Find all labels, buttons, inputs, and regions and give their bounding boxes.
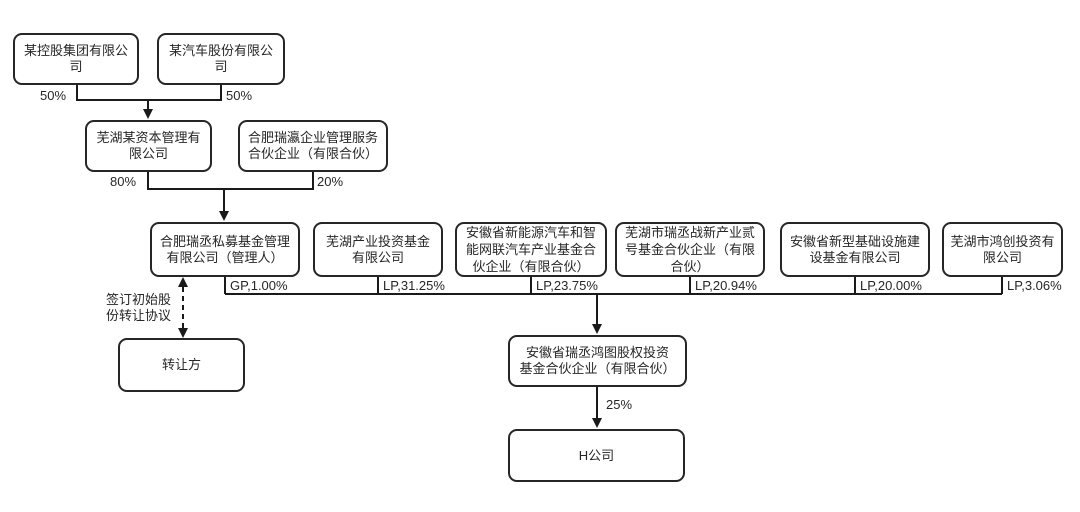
node-transferor: 转让方: [118, 338, 245, 392]
agreement-note: 签订初始股 份转让协议: [106, 292, 172, 323]
node-wuhu-capital: 芜湖某资本管理有 限公司: [85, 120, 212, 172]
pct-fund-to-h: 25%: [606, 397, 633, 412]
pct-hongchuang-lp: LP,3.06%: [1007, 278, 1062, 293]
edge-mid-merge: [147, 172, 314, 190]
pct-auto: 50%: [226, 88, 253, 103]
pct-infra-lp: LP,20.00%: [860, 278, 922, 293]
node-wuhu-hongchuang: 芜湖市鸿创投资有 限公司: [942, 222, 1063, 277]
pct-ruiying: 20%: [317, 174, 344, 189]
arrowheads: [143, 109, 602, 428]
node-auto-company: 某汽车股份有限公 司: [157, 33, 285, 85]
node-wuhu-industry-fund: 芜湖产业投资基金 有限公司: [313, 222, 443, 277]
pct-holding: 50%: [40, 88, 67, 103]
node-fund-manager: 合肥瑞丞私募基金管理 有限公司（管理人）: [150, 222, 300, 277]
node-h-company: H公司: [508, 429, 685, 482]
node-target-fund: 安徽省瑞丞鸿图股权投资 基金合伙企业（有限合伙）: [508, 335, 687, 387]
pct-capital: 80%: [110, 174, 137, 189]
node-hefei-ruiying: 合肥瑞瀛企业管理服务 合伙企业（有限合伙）: [238, 120, 388, 172]
pct-ruicheng2-lp: LP,20.94%: [695, 278, 757, 293]
pct-manager-gp: GP,1.00%: [230, 278, 288, 293]
node-anhui-infra-fund: 安徽省新型基础设施建 设基金有限公司: [780, 222, 930, 277]
node-holding-group: 某控股集团有限公 司: [13, 33, 139, 85]
pct-industry-lp: LP,31.25%: [383, 278, 445, 293]
edge-partner-bus: [224, 277, 1003, 295]
pct-nev-lp: LP,23.75%: [536, 278, 598, 293]
node-anhui-nev-fund: 安徽省新能源汽车和智 能网联汽车产业基金合 伙企业（有限合伙）: [455, 222, 607, 277]
node-wuhu-ruicheng2-fund: 芜湖市瑞丞战新产业贰 号基金合伙企业（有限 合伙）: [615, 222, 765, 277]
edge-top-merge: [76, 85, 222, 101]
